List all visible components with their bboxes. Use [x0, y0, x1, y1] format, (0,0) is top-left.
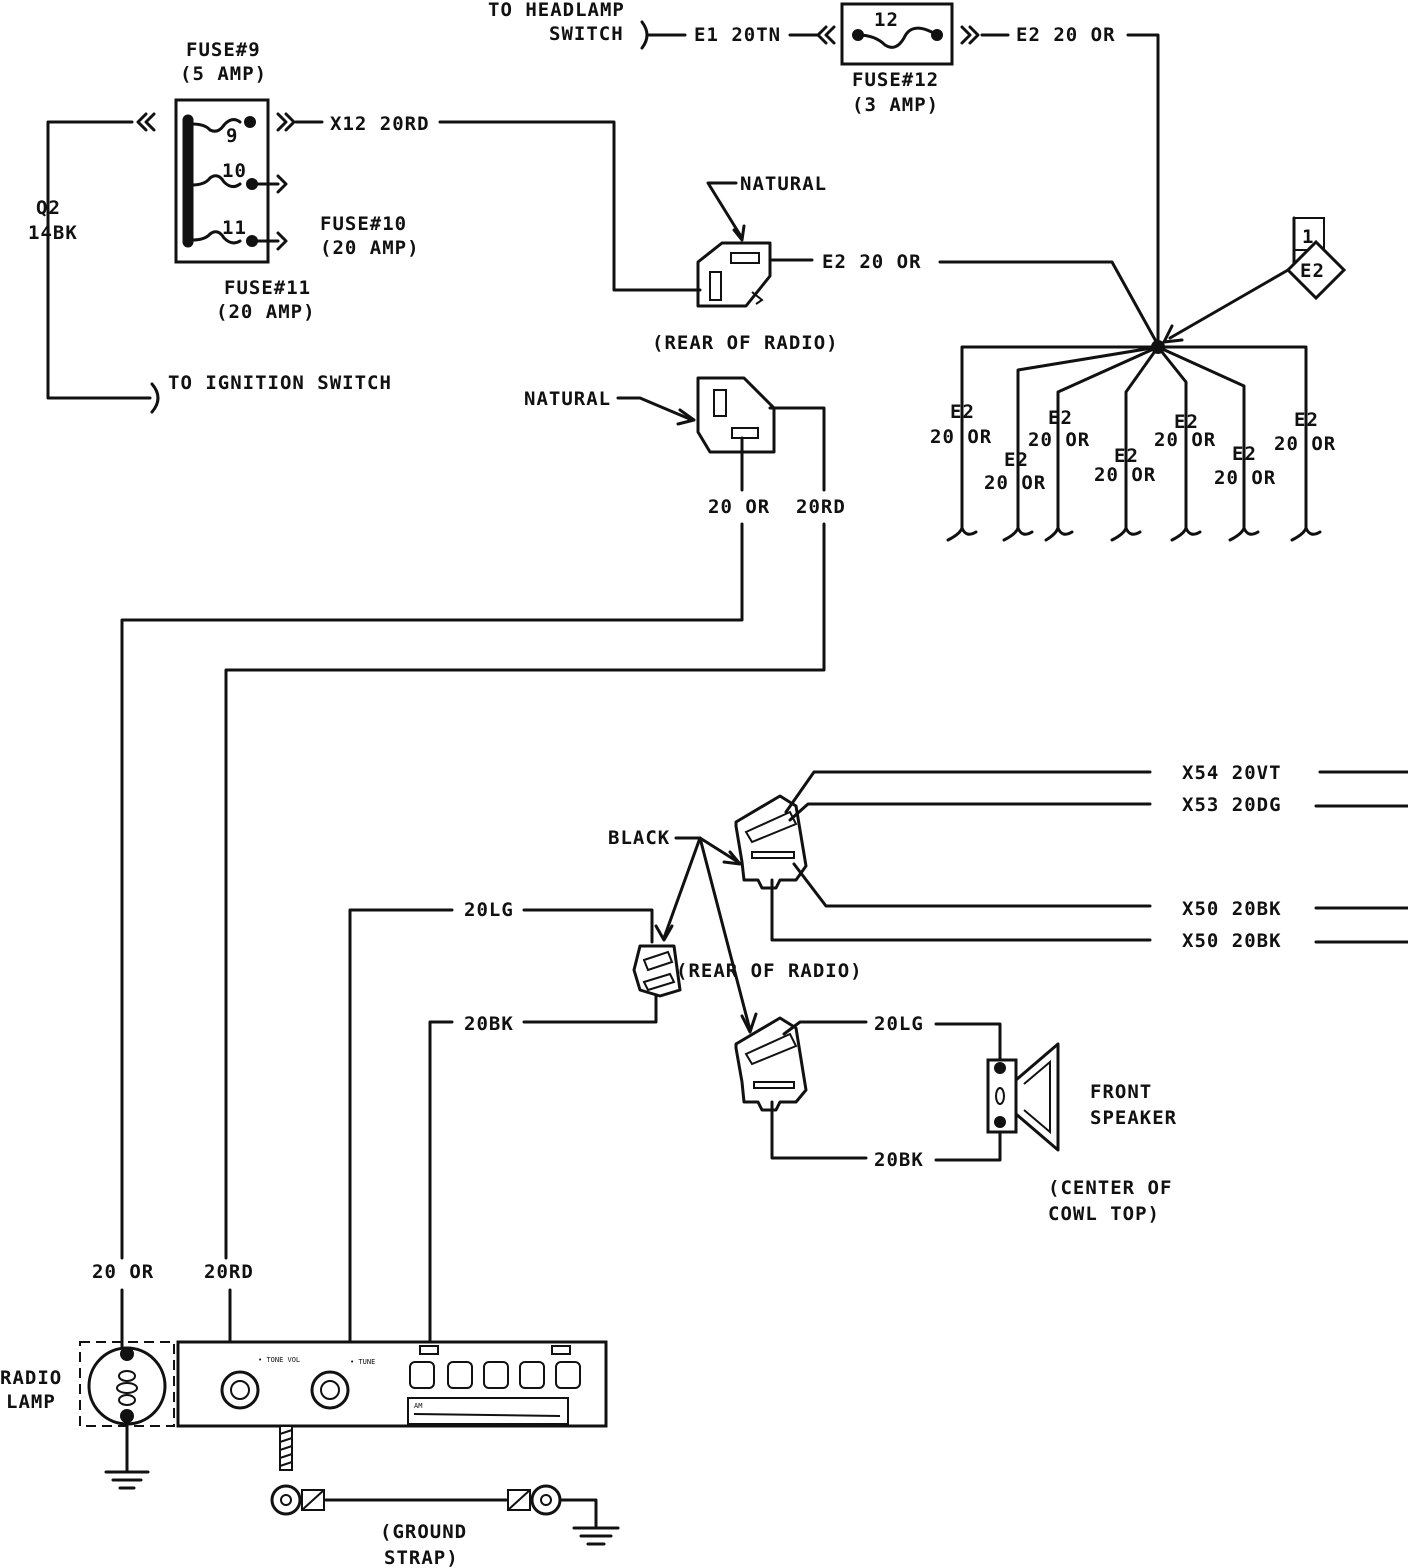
wire-x50a-label: X50 20BK	[1182, 898, 1282, 920]
radio-knob-right	[310, 1370, 350, 1410]
radio-wire-20or-label: 20 OR	[92, 1261, 154, 1283]
rear-radio-connector-1-group: NATURAL E2 20 OR (REAR OF RADIO)	[652, 173, 1160, 354]
rear-of-radio-label-2: (REAR OF RADIO)	[676, 960, 863, 982]
splice-branch-5-gauge: 20 OR	[1154, 429, 1216, 451]
ground-strap-eye-left	[270, 1484, 302, 1516]
radio-dial-label: AM	[414, 1402, 422, 1410]
fuse10-title: FUSE#10	[320, 213, 407, 235]
splice-branch-4-gauge: 20 OR	[1094, 464, 1156, 486]
black-label: BLACK	[608, 827, 670, 849]
ground-strap-label-2: STRAP)	[384, 1547, 459, 1568]
wire-x54-label: X54 20VT	[1182, 762, 1282, 784]
ignition-break-mark	[150, 382, 160, 414]
speaker-location-1: (CENTER OF	[1048, 1177, 1172, 1199]
radio-lamp-ground-icon	[104, 1470, 150, 1490]
splice-branch-3-gauge: 20 OR	[1028, 429, 1090, 451]
splice-branch-7-id: E2	[1294, 409, 1319, 431]
splice-branch-2-gauge: 20 OR	[984, 472, 1046, 494]
natural-label-1: NATURAL	[740, 173, 827, 195]
wire-e2-20or-mid-label: E2 20 OR	[822, 251, 922, 273]
wire-20lg-left-label: 20LG	[464, 899, 514, 921]
wire-20bk-left-label: 20BK	[464, 1013, 514, 1035]
fuse9-rating: (5 AMP)	[180, 63, 267, 85]
radio-unit-group: 20 OR 20RD RADIO LAMP • TONE VOL • TUNE	[0, 1261, 620, 1568]
radio-body	[176, 1340, 608, 1428]
speaker-connector-small	[632, 944, 682, 998]
splice-branch-7-gauge: 20 OR	[1274, 433, 1336, 455]
wire-x53-label: X53 20DG	[1182, 794, 1282, 816]
ignition-switch-label: TO IGNITION SWITCH	[168, 372, 392, 394]
fuse-block-group: FUSE#9 (5 AMP) 9 10 11 FUSE#10 (20 AMP) …	[28, 39, 702, 414]
radio-lamp-label-2: LAMP	[6, 1391, 56, 1413]
splice-branch-breaks	[946, 526, 1322, 542]
wire-q2-id: Q2	[36, 197, 61, 219]
fuse10-rating: (20 AMP)	[320, 237, 420, 259]
radio-knob-left-label: • TONE VOL	[258, 1356, 300, 1364]
front-speaker-label-1: FRONT	[1090, 1081, 1152, 1103]
splice-flag-label: E2	[1300, 260, 1325, 282]
radio-wire-20rd-label: 20RD	[204, 1261, 254, 1283]
fuse11-rating: (20 AMP)	[216, 301, 316, 323]
splice-branch-5-id: E2	[1174, 411, 1199, 433]
wire-x12-20rd-label: X12 20RD	[330, 113, 430, 135]
splice-flag-number: 1	[1302, 226, 1314, 248]
splice-e2-group: 1 E2 E2 20 OR E2 20 OR E2 20 OR E2 20 OR…	[930, 216, 1347, 542]
speaker-location-2: COWL TOP)	[1048, 1203, 1160, 1225]
fuse9-number: 9	[226, 125, 238, 147]
ground-strap-eye-right	[530, 1484, 562, 1516]
radio-knob-left	[220, 1370, 260, 1410]
wire-q2-gauge: 14BK	[28, 222, 78, 244]
radio-knob-right-label: • TUNE	[350, 1358, 375, 1366]
speaker-connector-top	[734, 794, 808, 890]
wire-20bk-right-label: 20BK	[874, 1149, 924, 1171]
splice-branch-4-id: E2	[1114, 445, 1139, 467]
fuse12-element	[856, 26, 939, 49]
speaker-section-group: X54 20VT X53 20DG X50 20BK X50 20BK BLAC…	[348, 762, 1408, 1342]
natural-label-2: NATURAL	[524, 388, 611, 410]
radio-dial	[407, 1397, 569, 1425]
front-speaker-label-2: SPEAKER	[1090, 1107, 1177, 1129]
fuse12-rating: (3 AMP)	[852, 94, 939, 116]
rear-of-radio-label-1: (REAR OF RADIO)	[652, 332, 839, 354]
splice-branch-1-gauge: 20 OR	[930, 426, 992, 448]
fuse11-title: FUSE#11	[224, 277, 311, 299]
mid-connector	[696, 376, 776, 454]
splice-branch-6-id: E2	[1232, 443, 1257, 465]
fuse12-number: 12	[874, 9, 899, 31]
wire-20or-mid-label: 20 OR	[708, 496, 770, 518]
ground-strap-ground-icon	[572, 1526, 620, 1546]
splice-branch-2-id: E2	[1004, 449, 1029, 471]
wire-e1-20tn-label: E1 20TN	[694, 24, 781, 46]
splice-flag-diamond	[1285, 239, 1347, 301]
mid-connector-group: NATURAL 20 OR 20RD	[120, 376, 846, 1260]
splice-branch-6-gauge: 20 OR	[1214, 467, 1276, 489]
splice-branch-3-id: E2	[1048, 407, 1073, 429]
wire-20lg-right-label: 20LG	[874, 1013, 924, 1035]
wire-x50b-label: X50 20BK	[1182, 930, 1282, 952]
fuse11-number: 11	[222, 217, 247, 239]
ground-strap-label-1: (GROUND	[380, 1521, 467, 1543]
fuse9-title: FUSE#9	[186, 39, 261, 61]
front-speaker-cone	[1014, 1042, 1060, 1152]
radio-preset-buttons	[409, 1361, 581, 1389]
wire-e2-20or-top-label: E2 20 OR	[1016, 24, 1116, 46]
headlamp-label-line1: TO HEADLAMP	[488, 0, 625, 21]
wire-20rd-mid-label: 20RD	[796, 496, 846, 518]
speaker-connector-bottom	[734, 1016, 808, 1112]
headlamp-break-mark	[640, 20, 649, 50]
rear-radio-connector-1	[696, 241, 772, 308]
fuse12-title: FUSE#12	[852, 69, 939, 91]
headlamp-label-line2: SWITCH	[549, 23, 624, 45]
headlamp-fuse12-group: TO HEADLAMP SWITCH E1 20TN 12 E2 20 OR F…	[488, 0, 1160, 347]
splice-branch-1-id: E2	[950, 401, 975, 423]
fuse10-number: 10	[222, 160, 247, 182]
radio-lamp-label-1: RADIO	[0, 1367, 62, 1389]
